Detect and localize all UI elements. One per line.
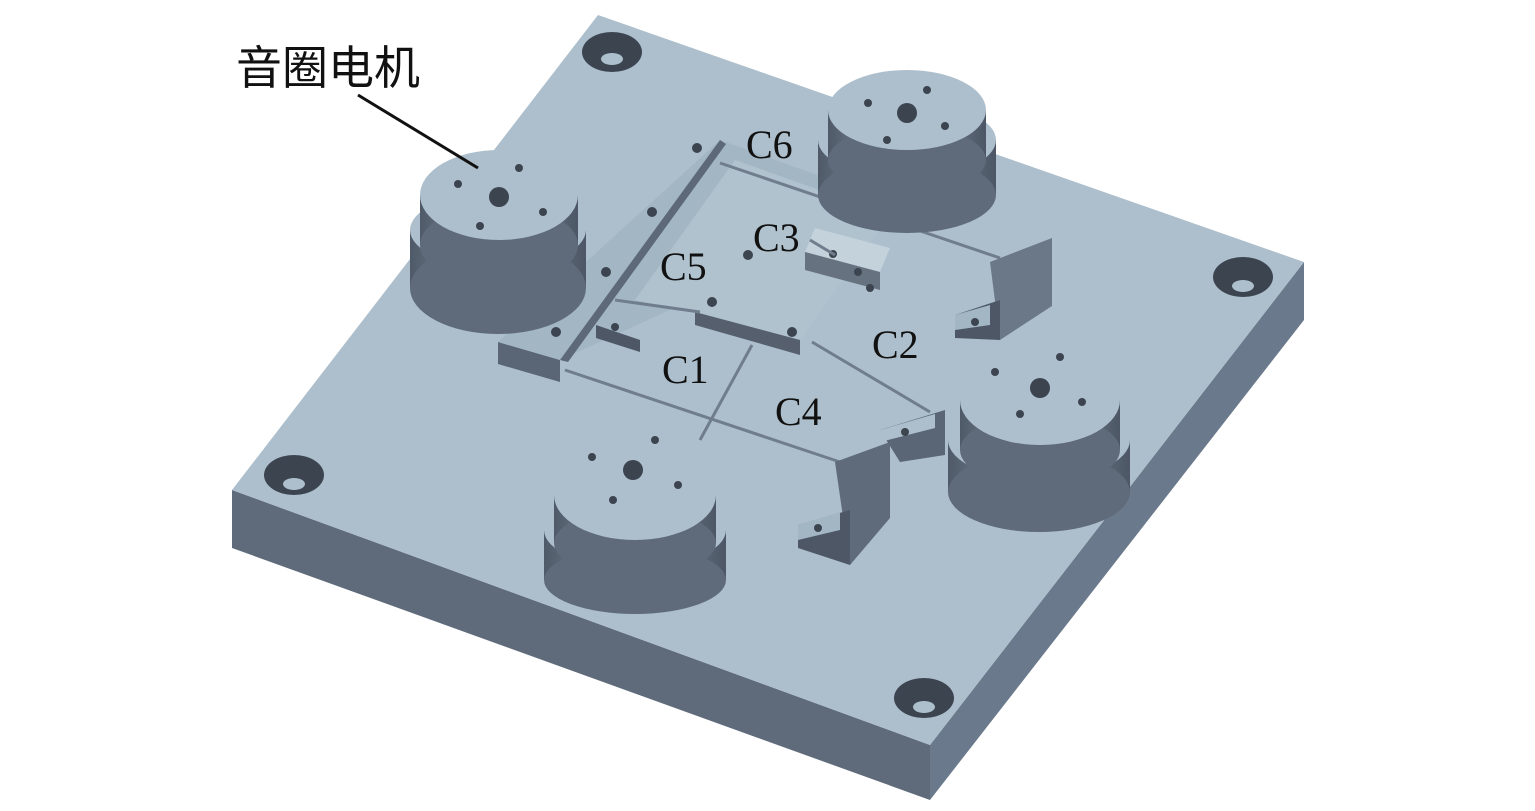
label-c4: C4	[775, 389, 822, 434]
bracket-right-lower	[880, 410, 945, 462]
mounting-hole-bottom	[894, 678, 954, 718]
cable-c2	[811, 340, 931, 414]
mounting-hole-left	[264, 455, 324, 495]
motor-callout-leader	[357, 93, 479, 170]
label-c3: C3	[753, 215, 800, 260]
base-plate-front-left-face	[232, 490, 930, 800]
label-c6: C6	[746, 122, 793, 167]
cables	[564, 161, 1001, 464]
motor-top-right	[818, 70, 996, 233]
base-plate-front-right-face	[930, 262, 1304, 800]
platform-frame-edge	[560, 140, 726, 362]
bracket-front	[798, 442, 890, 565]
cable-c5	[614, 298, 701, 314]
motor-right	[948, 353, 1130, 532]
cable-c4	[564, 368, 841, 464]
cable-c1	[698, 344, 754, 441]
mounting-hole-right	[1213, 257, 1273, 297]
label-c5: C5	[660, 244, 707, 289]
label-c1: C1	[662, 347, 709, 392]
label-c2: C2	[872, 322, 919, 367]
platform-front-face	[498, 342, 560, 382]
cable-c3	[809, 238, 836, 257]
c3-block-side	[805, 252, 880, 290]
mounting-hole-top	[582, 32, 642, 72]
voice-coil-motor-label: 音圈电机	[236, 43, 420, 94]
c3-block-top	[805, 228, 890, 272]
bracket-right	[955, 238, 1052, 340]
motor-bottom	[544, 436, 726, 614]
platform-inner-plate-edge	[695, 312, 800, 355]
platform-notch	[596, 325, 640, 352]
motor-left	[410, 150, 586, 334]
